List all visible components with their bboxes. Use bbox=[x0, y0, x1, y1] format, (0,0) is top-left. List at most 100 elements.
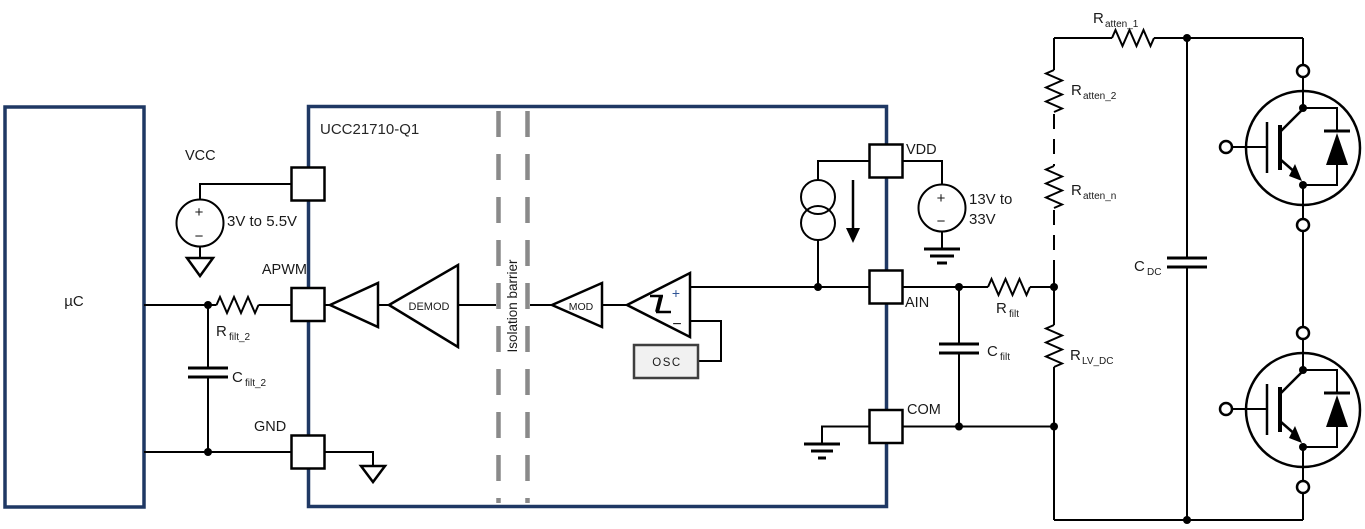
junction-com bbox=[955, 422, 963, 431]
comparator-minus: − bbox=[672, 316, 681, 333]
hysteresis-icon-edge bbox=[655, 295, 663, 313]
igbt-bottom-collector-terminal bbox=[1295, 325, 1311, 341]
c-filt-2-label: C bbox=[232, 369, 243, 386]
igbt-top-collector-stroke bbox=[1280, 109, 1303, 132]
bias-current-source bbox=[800, 160, 870, 291]
r-filt-2-label: R bbox=[216, 323, 227, 340]
vdd-source-plus: + bbox=[937, 190, 946, 207]
igbt-top-diode-icon bbox=[1326, 133, 1348, 165]
c-filt-2-label-sub: filt_2 bbox=[245, 378, 267, 389]
r-filt-label: R bbox=[996, 300, 1007, 317]
vcc-supply: + − 3V to 5.5V bbox=[175, 183, 297, 279]
resistor-r-filt bbox=[987, 276, 1031, 298]
chip-name-label: UCC21710-Q1 bbox=[320, 121, 419, 138]
igbt-module-top bbox=[1218, 38, 1362, 233]
r-lv-dc-label-sub: LV_DC bbox=[1082, 356, 1114, 367]
gnd-ground bbox=[325, 451, 388, 485]
mcu-box bbox=[3, 105, 146, 509]
c-dc-label: C bbox=[1134, 258, 1145, 275]
demod-label: DEMOD bbox=[409, 301, 450, 313]
r-atten-n-label-sub: atten_n bbox=[1083, 191, 1116, 202]
apwm-filter-network: R filt_2 C filt_2 bbox=[144, 294, 292, 456]
pin-ain-label: AIN bbox=[905, 295, 929, 311]
igbt-bottom-emitter-arrow bbox=[1289, 426, 1302, 443]
igbt-bottom-gate-terminal bbox=[1218, 401, 1234, 417]
junction-gnd bbox=[204, 448, 212, 456]
igbt-bottom-collector-stroke bbox=[1280, 371, 1303, 394]
r-atten-2-label: R bbox=[1071, 82, 1082, 99]
igbt-top-gate-terminal bbox=[1218, 139, 1234, 155]
resistor-r-lv-dc bbox=[1043, 324, 1065, 368]
igbt-module-bottom bbox=[1218, 325, 1362, 520]
c-filt-label-sub: filt bbox=[1000, 352, 1010, 363]
r-atten-n-label: R bbox=[1071, 182, 1082, 199]
com-ground-lead bbox=[821, 425, 870, 443]
gnd-ground-icon bbox=[358, 464, 388, 485]
pin-gnd bbox=[290, 434, 326, 470]
igbt-bottom-emitter-terminal bbox=[1295, 479, 1311, 495]
junction-cdc-bottom bbox=[1183, 516, 1191, 524]
vcc-source-minus: − bbox=[195, 228, 204, 245]
resistor-r-filt-2 bbox=[215, 294, 260, 316]
junction-ain bbox=[955, 283, 963, 291]
output-buffer-chain: DEMOD bbox=[325, 262, 496, 350]
igbt-top-diode-wire-bottom bbox=[1303, 165, 1338, 186]
current-source-circle-top bbox=[800, 179, 836, 215]
vcc-ground-icon bbox=[184, 256, 216, 279]
pin-apwm bbox=[290, 286, 326, 323]
resistor-r-atten-n bbox=[1043, 165, 1065, 209]
igbt-top-emitter-terminal bbox=[1295, 217, 1311, 233]
igbt-top-diode-wire-top bbox=[1303, 107, 1338, 131]
vdd-supply-wire bbox=[902, 160, 943, 185]
r-atten-1-label-sub: atten_1 bbox=[1105, 19, 1139, 30]
c-filt-label: C bbox=[987, 343, 998, 360]
osc-label: OSC bbox=[652, 357, 681, 369]
pin-apwm-label: APWM bbox=[262, 262, 307, 278]
r-atten-1-label: R bbox=[1093, 10, 1104, 27]
comparator-minus-input-wire bbox=[690, 320, 722, 362]
r-atten-2-label-sub: atten_2 bbox=[1083, 91, 1117, 102]
vcc-source-value: 3V to 5.5V bbox=[227, 213, 297, 230]
current-arrow-head bbox=[846, 228, 860, 243]
pin-ain bbox=[868, 269, 904, 305]
com-ground-internal bbox=[804, 425, 870, 460]
pin-com bbox=[868, 408, 904, 445]
pin-gnd-label: GND bbox=[254, 419, 286, 435]
attenuator-string: R atten_2 R atten_n R LV_DC bbox=[1043, 38, 1117, 520]
igbt-top-collector-terminal bbox=[1295, 63, 1311, 79]
mod-comparator-chain: MOD + − OSC bbox=[530, 270, 870, 380]
pin-com-label: COM bbox=[907, 402, 941, 418]
pin-vdd bbox=[868, 143, 904, 179]
vdd-source-value-line1: 13V to bbox=[969, 191, 1012, 208]
pin-vcc bbox=[290, 166, 326, 202]
gnd-ground-lead bbox=[325, 451, 374, 466]
pin-vdd-label: VDD bbox=[906, 142, 937, 158]
c-dc-label-sub: DC bbox=[1147, 267, 1161, 278]
igbt-bottom-diode-icon bbox=[1326, 395, 1348, 427]
dc-link: R atten_1 C DC bbox=[1054, 10, 1303, 524]
osc-block bbox=[632, 343, 700, 380]
pin-vcc-label: VCC bbox=[185, 148, 216, 164]
ain-filter-network: R filt C filt bbox=[902, 276, 1054, 431]
junction-current-source bbox=[814, 283, 822, 291]
r-filt-label-sub: filt bbox=[1009, 309, 1019, 320]
junction-atten-com bbox=[1050, 422, 1058, 431]
mod-label: MOD bbox=[569, 301, 594, 313]
junction-apwm bbox=[204, 301, 212, 309]
resistor-r-atten-2 bbox=[1043, 69, 1065, 113]
igbt-bottom-diode-wire-top bbox=[1303, 369, 1338, 393]
chip-pins: VCC APWM GND VDD AIN COM bbox=[185, 142, 941, 470]
igbt-bottom-diode-wire-bottom bbox=[1303, 427, 1338, 448]
vcc-supply-wire bbox=[199, 183, 292, 200]
vdd-source-value-line2: 33V bbox=[969, 211, 996, 228]
isolation-barrier-label: Isolation barrier bbox=[505, 259, 520, 353]
vcc-source-plus: + bbox=[195, 204, 204, 221]
isolation-barrier: Isolation barrier bbox=[496, 111, 530, 503]
vdd-source-minus: − bbox=[937, 213, 946, 230]
igbt-top-emitter-arrow bbox=[1289, 164, 1302, 181]
vdd-supply: + − 13V to 33V bbox=[902, 160, 1012, 265]
mcu-label: µC bbox=[64, 293, 84, 310]
comparator-plus: + bbox=[672, 285, 680, 301]
